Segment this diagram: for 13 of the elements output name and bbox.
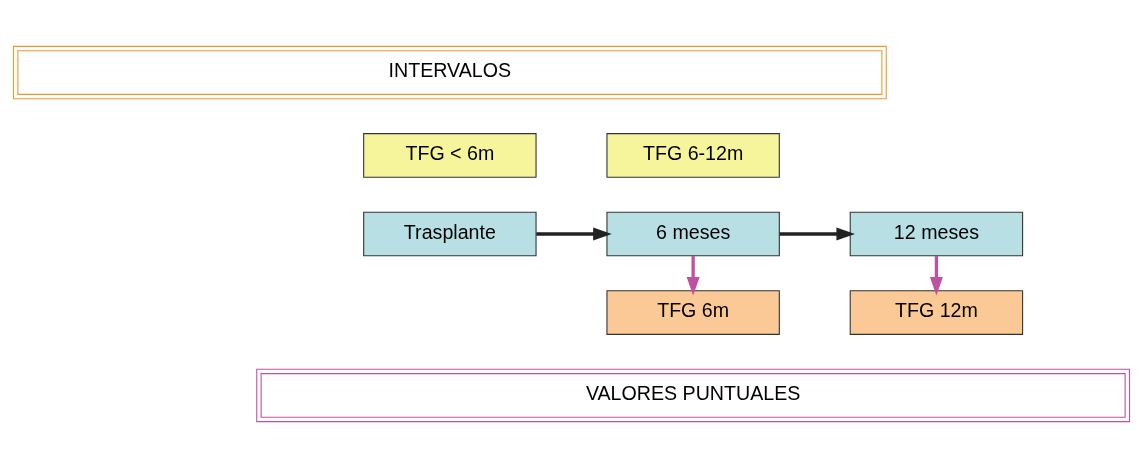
arrow <box>929 255 943 296</box>
node-box: TFG < 6m <box>363 133 537 178</box>
node-box: INTERVALOS <box>12 45 887 100</box>
arrow <box>686 255 700 296</box>
node-box: TFG 6-12m <box>606 133 780 178</box>
node-box: Trasplante <box>363 211 537 257</box>
node-box: 6 meses <box>606 211 780 257</box>
node-box: TFG 12m <box>849 290 1024 335</box>
node-box: VALORES PUNTUALES <box>256 368 1131 423</box>
node-box: TFG 6m <box>606 290 780 335</box>
node-box: 12 meses <box>849 211 1024 257</box>
arrow <box>779 227 855 241</box>
arrow <box>536 227 612 241</box>
